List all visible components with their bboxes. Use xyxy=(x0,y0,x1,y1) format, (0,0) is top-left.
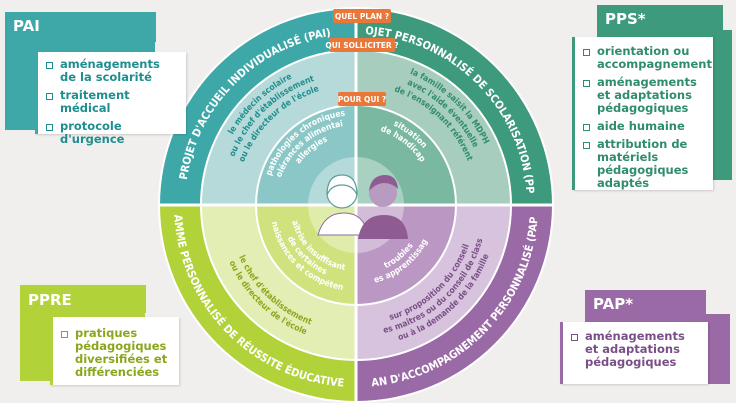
pap-item: aménagements et adaptations pédagogiques xyxy=(571,330,698,369)
qui-solliciter-badge-bg xyxy=(329,38,395,52)
quel-plan-badge: QUEL PLAN ? xyxy=(335,12,389,21)
qui-solliciter-badge: QUI SOLLICITER ? xyxy=(325,41,398,50)
pps-card-list: orientation ou accompagnement aménagemen… xyxy=(575,37,713,199)
boy-body-icon xyxy=(358,215,408,239)
pai-middle-sector xyxy=(201,50,356,205)
pps-item: orientation ou accompagnement xyxy=(583,45,712,71)
pps-item: aide humaine xyxy=(583,120,703,133)
pap-middle-sector xyxy=(356,205,511,360)
pai-item: aménagements de la scolarité xyxy=(46,58,176,84)
ppre-card: PPRE pratiques pédagogiques diversifiées… xyxy=(20,285,179,395)
pai-item: protocole d'urgence xyxy=(46,120,176,146)
pps-item: attribution de matériels pédagogiques ad… xyxy=(583,138,703,190)
pps-card-title: PPS* xyxy=(597,5,723,33)
ppre-middle-sector xyxy=(201,205,356,360)
pour-qui-badge: POUR QUI ? xyxy=(338,95,387,104)
pap-card-list: aménagements et adaptations pédagogiques xyxy=(563,322,708,378)
girl-hair-icon xyxy=(326,174,358,196)
pps-card: PPS* orientation ou accompagnement aména… xyxy=(572,5,732,195)
pap-outer-sector xyxy=(356,205,552,401)
pps-item: aménagements et adaptations pédagogiques xyxy=(583,76,703,115)
boy-hair-icon xyxy=(369,175,398,191)
ppre-card-title: PPRE xyxy=(20,285,146,313)
ppre-card-body: pratiques pédagogiques diversifiées et d… xyxy=(50,317,179,385)
pai-item: traitement médical xyxy=(46,89,176,115)
pai-card-list: aménagements de la scolarité traitement … xyxy=(38,52,186,155)
boy-head-icon xyxy=(369,179,397,207)
pai-card: PAI aménagements de la scolarité traitem… xyxy=(5,12,186,146)
ppre-card-list: pratiques pédagogiques diversifiées et d… xyxy=(53,317,179,388)
pap-card-title: PAP* xyxy=(585,290,706,318)
pai-card-body: aménagements de la scolarité traitement … xyxy=(35,52,186,146)
pai-card-title: PAI xyxy=(5,12,156,42)
pap-card: PAP* aménagements et adaptations pédagog… xyxy=(560,290,732,395)
pps-middle-sector xyxy=(356,50,511,205)
pps-outer-sector xyxy=(356,9,552,205)
ppre-item: pratiques pédagogiques diversifiées et d… xyxy=(61,327,169,379)
pap-card-body: aménagements et adaptations pédagogiques xyxy=(560,322,708,384)
ppre-outer-sector xyxy=(160,205,356,401)
pps-card-body: orientation ou accompagnement aménagemen… xyxy=(572,37,713,190)
pour-qui-badge-bg xyxy=(338,92,386,106)
pai-outer-sector xyxy=(160,9,356,205)
quel-plan-badge-bg xyxy=(333,9,391,23)
